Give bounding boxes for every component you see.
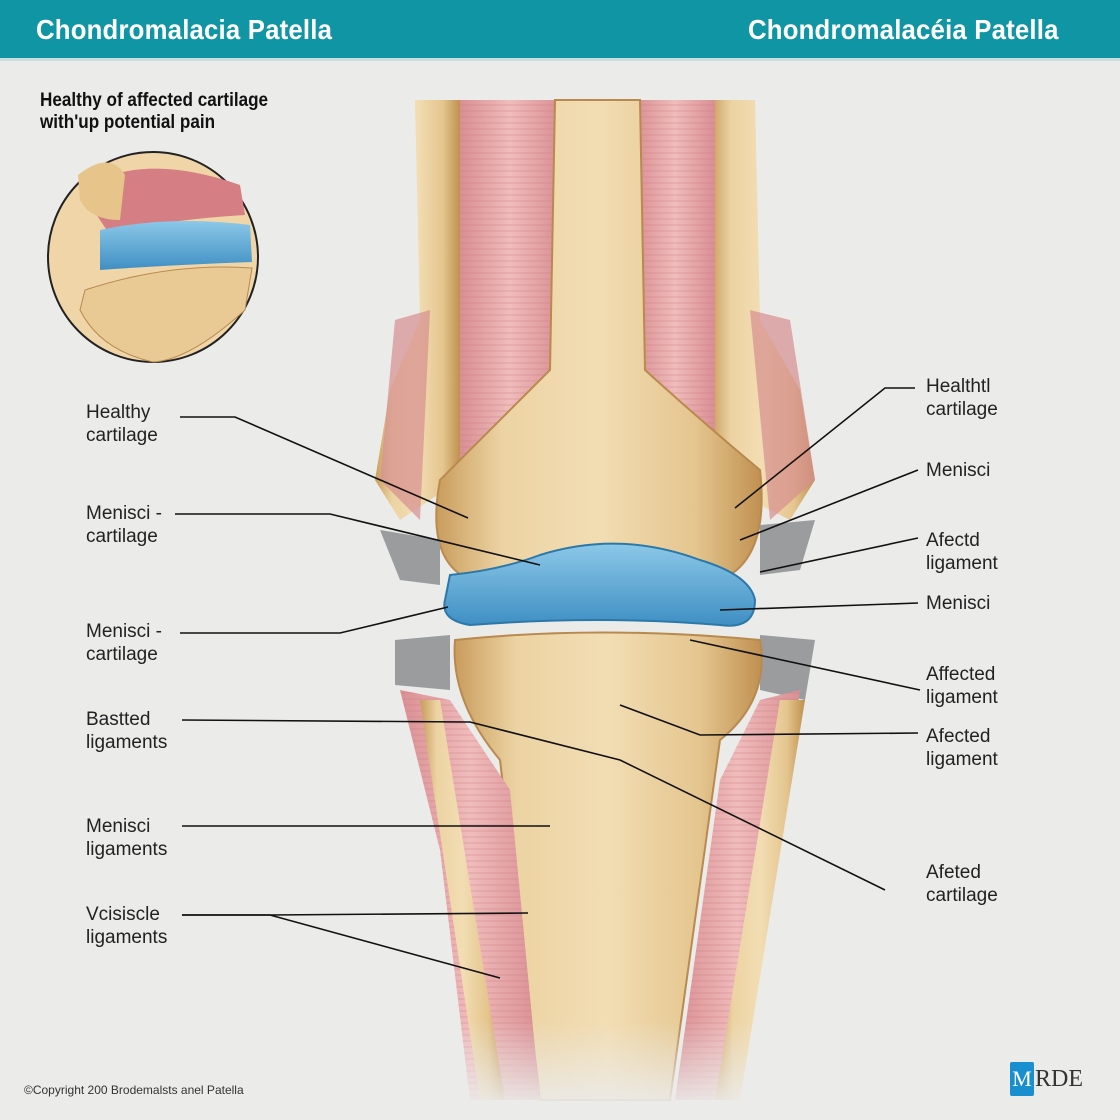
ligament-cap-right: [760, 520, 815, 575]
subtitle-line-1: Healthy of affected cartilage: [40, 90, 269, 111]
femur-group: [375, 99, 815, 582]
leader-lines: [175, 387, 921, 979]
cartilage-inset-circle: [47, 151, 259, 363]
label-right-menisci-1: Menisci: [926, 460, 991, 481]
header-bar: Chondromalacia Patella Chondromalacéia P…: [0, 0, 1120, 61]
copyright-text: ©Copyright 200 Brodemalsts anel Patella: [24, 1083, 244, 1097]
title-right: Chondromalacéia Patella: [748, 14, 1059, 45]
logo-mark: M: [1010, 1062, 1034, 1096]
label-right-menisci-2: Menisci: [926, 593, 991, 614]
label-left-menisci-cartilage-2: Menisci -cartilage: [86, 621, 163, 665]
meniscus-cartilage: [443, 542, 757, 627]
subtitle: Healthy of affected cartilage with'up po…: [40, 90, 268, 134]
logo-text: RDE: [1035, 1065, 1083, 1092]
ligament-cap-left: [380, 530, 440, 585]
tibia-group: [400, 631, 805, 1101]
subtitle-line-2: with'up potential pain: [40, 112, 216, 133]
brand-logo: M RDE: [1010, 1062, 1083, 1096]
title-left: Chondromalacia Patella: [36, 14, 333, 45]
label-left-menisci-cartilage-1: Menisci -cartilage: [86, 503, 163, 547]
